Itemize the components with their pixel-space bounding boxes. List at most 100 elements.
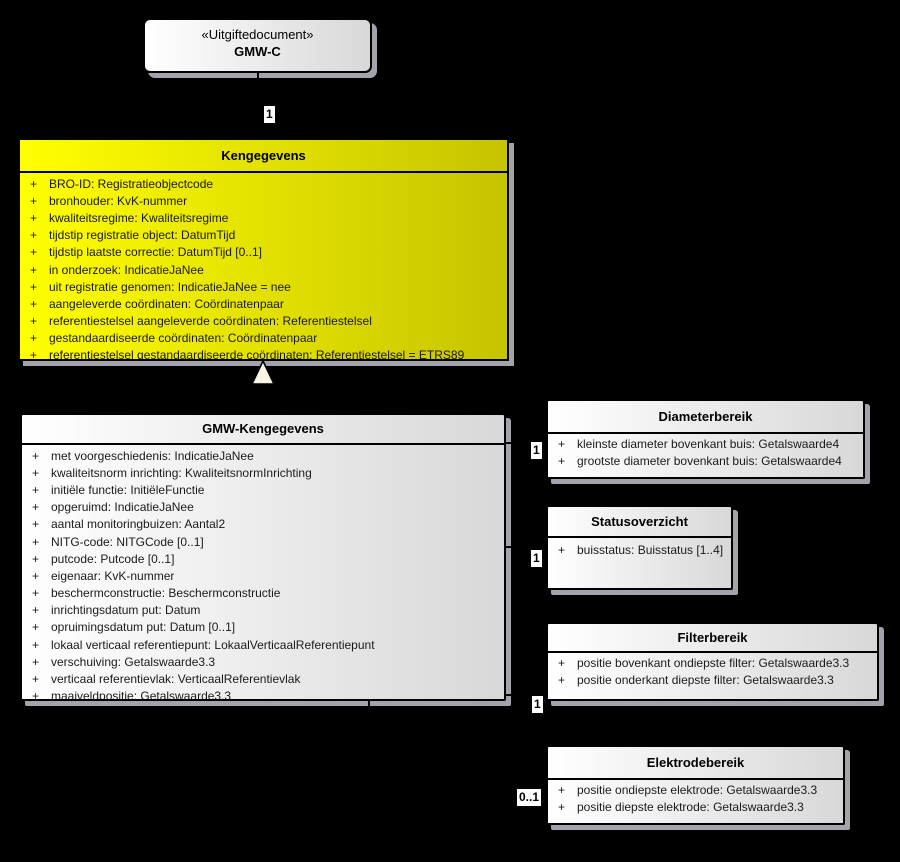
attribute-row: + kwaliteitsnorm inrichting: Kwaliteitsno… (22, 464, 504, 481)
attribute-row: +beschermconstructie: Beschermconstructi… (22, 585, 504, 602)
stereotype-label: «Uitgiftedocument» (201, 27, 314, 42)
multiplicity-label-filterbereik: 1 (532, 696, 543, 713)
attribute-text: referentiestelsel gestandaardiseerde coö… (49, 348, 465, 361)
class-box-kengegevens[interactable]: Kengegevens + BRO-ID: Registratieobjectco… (18, 138, 509, 361)
multiplicity-label-gmwc: 1 (264, 106, 275, 123)
visibility-plus: + (558, 672, 566, 687)
visibility-plus: + (32, 672, 40, 687)
visibility-plus: + (32, 603, 40, 618)
attribute-text: initiële functie: InitiëleFunctie (51, 482, 205, 497)
visibility-plus: + (558, 437, 566, 452)
visibility-plus: + (32, 465, 40, 480)
document-box-gmw-c[interactable]: «Uitgiftedocument» GMW-C (143, 18, 372, 73)
connector-to-statusoverzicht (505, 546, 546, 548)
attribute-row: +putcode: Putcode [0..1] (22, 550, 504, 567)
attribute-text: beschermconstructie: Beschermconstructie (51, 586, 281, 601)
attribute-text: in onderzoek: IndicatieJaNee (49, 262, 204, 277)
visibility-plus: + (32, 448, 40, 463)
attribute-list: + buisstatus: Buisstatus [1..4] (548, 538, 731, 559)
attribute-row: +met voorgeschiedenis: IndicatieJaNee (22, 447, 504, 464)
attribute-row: + lokaal verticaal referentiepunt: Lokaal… (22, 636, 504, 653)
attribute-row: +gestandaardiseerde coördinaten: Coördin… (20, 330, 507, 347)
attribute-text: positie diepste elektrode: Getalswaarde3… (577, 799, 804, 814)
visibility-plus: + (32, 482, 40, 497)
attribute-row: +verschuiving: Getalswaarde3.3 (22, 653, 504, 670)
visibility-plus: + (30, 296, 38, 311)
visibility-plus: + (558, 656, 566, 671)
visibility-plus: + (30, 245, 38, 260)
attribute-row: + inrichtingsdatum put: Datum (22, 602, 504, 619)
attribute-text: BRO-ID: Registratieobjectcode (49, 176, 214, 191)
class-box-gmw-kengegevens[interactable]: GMW-Kengegevens +met voorgeschiedenis: I… (20, 413, 506, 701)
visibility-plus: + (32, 551, 40, 566)
multiplicity-label-diameterbereik: 1 (531, 442, 542, 459)
visibility-plus: + (32, 620, 40, 635)
attribute-text: aangeleverde coördinaten: Coördinatenpaa… (49, 296, 284, 311)
attribute-row: + positie diepste elektrode: Getalswaarde… (548, 799, 843, 816)
class-box-elektrodebereik[interactable]: Elektrodebereik + positie ondiepste elekt… (546, 745, 845, 825)
visibility-plus: + (558, 783, 566, 798)
attribute-text: positie ondiepste elektrode: Getalswaard… (577, 783, 818, 798)
attribute-text: positie bovenkant ondiepste filter: Geta… (577, 656, 850, 671)
class-box-filterbereik[interactable]: Filterbereik +positie bovenkant ondiepst… (546, 622, 879, 701)
class-box-diameterbereik[interactable]: Diameterbereik + kleinste diameter bovenk… (546, 399, 865, 479)
attribute-text: uit registratie genomen: IndicatieJaNee … (49, 279, 291, 294)
attribute-text: kwaliteitsnorm inrichting: Kwaliteitsnor… (51, 465, 312, 480)
visibility-plus: + (32, 517, 40, 532)
attribute-row: +NITG-code: NITGCode [0..1] (22, 533, 504, 550)
attribute-row: +referentiestelsel aangeleverde coördina… (20, 313, 507, 330)
attribute-row: + positie bovenkant ondiepste filter: Get… (548, 655, 877, 672)
visibility-plus: + (30, 348, 38, 361)
connector-to-diameterbereik (505, 442, 546, 444)
visibility-plus: + (558, 543, 566, 558)
attribute-row: +kwaliteitsregime: Kwaliteitsregime (20, 209, 507, 226)
visibility-plus: + (32, 637, 40, 652)
attribute-text: positie onderkant diepste filter: Getals… (577, 672, 834, 687)
attribute-text: bronhouder: KvK-nummer (49, 193, 188, 208)
class-title: Diameterbereik (548, 401, 863, 434)
attribute-text: tijdstip laatste correctie: DatumTijd [0… (49, 245, 262, 260)
attribute-row: +tijdstip registratie object: DatumTijd (20, 227, 507, 244)
attribute-text: buisstatus: Buisstatus [1..4] (577, 543, 724, 558)
connector-gmwc-to-kengegevens (257, 73, 259, 138)
visibility-plus: + (30, 262, 38, 277)
attribute-text: verticaal referentievlak: VerticaalRefer… (51, 672, 301, 687)
attribute-text: kleinste diameter bovenkant buis: Getals… (577, 437, 840, 452)
visibility-plus: + (32, 534, 40, 549)
attribute-text: grootste diameter bovenkant buis: Getals… (577, 453, 842, 468)
class-title: Elektrodebereik (548, 747, 843, 780)
visibility-plus: + (30, 279, 38, 294)
attribute-row: + BRO-ID: Registratieobjectcode (20, 175, 507, 192)
attribute-list: +met voorgeschiedenis: IndicatieJaNee+kw… (22, 445, 504, 701)
attribute-row: + uit registratie genomen: IndicatieJaNee… (20, 278, 507, 295)
attribute-row: + tijdstip laatste correctie: DatumTijd [… (20, 244, 507, 261)
attribute-text: lokaal verticaal referentiepunt: LokaalV… (51, 637, 375, 652)
attribute-text: inrichtingsdatum put: Datum (51, 603, 201, 618)
multiplicity-label-statusoverzicht: 1 (531, 550, 542, 567)
visibility-plus: + (30, 176, 38, 191)
visibility-plus: + (558, 799, 566, 814)
visibility-plus: + (30, 314, 38, 329)
attribute-text: tijdstip registratie object: DatumTijd (49, 228, 236, 243)
class-title: GMW-Kengegevens (22, 415, 504, 445)
attribute-row: +aantal monitoringbuizen: Aantal2 (22, 516, 504, 533)
attribute-row: + initiële functie: InitiëleFunctie (22, 481, 504, 498)
class-title: Kengegevens (20, 140, 507, 173)
attribute-text: opruimingsdatum put: Datum [0..1] (51, 620, 236, 635)
connector-to-elektrodebereik-horizontal (368, 793, 546, 795)
attribute-row: + positie onderkant diepste filter: Getal… (548, 672, 877, 689)
attribute-row: + opruimingsdatum put: Datum [0..1] (22, 619, 504, 636)
generalization-arrow-icon (250, 360, 276, 385)
attribute-text: eigenaar: KvK-nummer (51, 568, 175, 583)
attribute-text: maaiveldpositie: Getalswaarde3.3 (51, 689, 232, 701)
attribute-row: + kleinste diameter bovenkant buis: Getal… (548, 436, 863, 453)
attribute-row: + buisstatus: Buisstatus [1..4] (548, 542, 731, 559)
attribute-row: + aangeleverde coördinaten: Coördinatenpa… (20, 295, 507, 312)
attribute-row: + positie ondiepste elektrode: Getalswaar… (548, 782, 843, 799)
attribute-list: + positie bovenkant ondiepste filter: Get… (548, 653, 877, 688)
class-box-statusoverzicht[interactable]: Statusoverzicht +buisstatus: Buisstatus … (546, 505, 733, 590)
visibility-plus: + (30, 331, 38, 346)
attribute-row: +grootste diameter bovenkant buis: Getal… (548, 453, 863, 470)
multiplicity-label-elektrodebereik: 0..1 (517, 789, 542, 806)
